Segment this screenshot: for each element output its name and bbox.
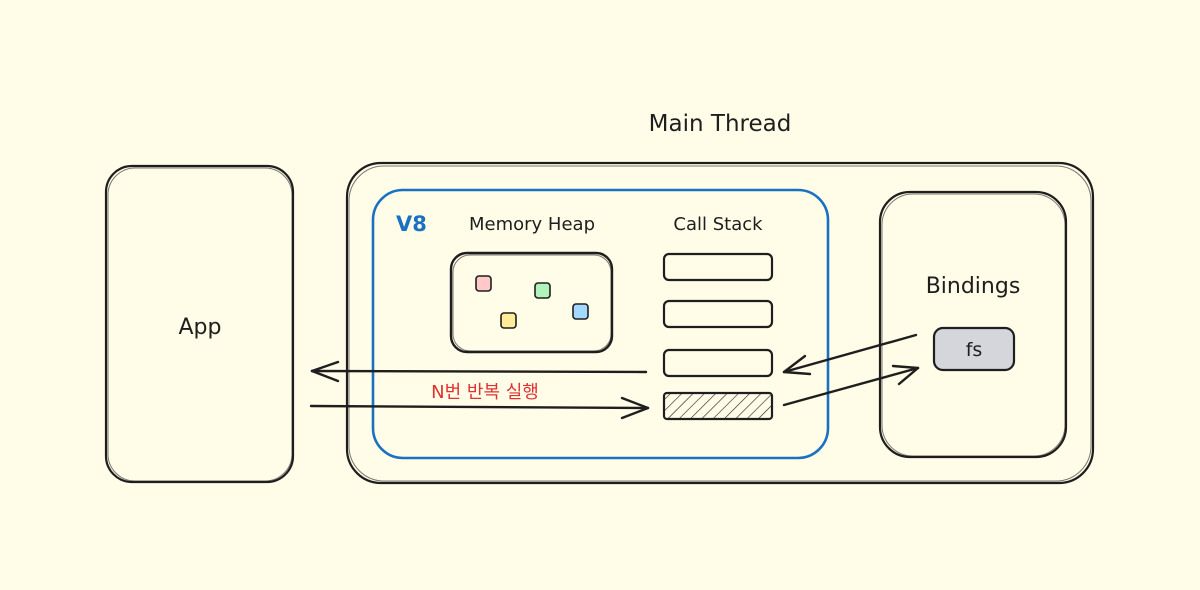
app-label: App	[179, 315, 222, 340]
call-stack-frame	[662, 299, 774, 329]
arrow-stack-to-fs	[782, 364, 920, 407]
arrow-to-call-stack	[309, 396, 650, 420]
bindings-box-sketch	[881, 193, 1066, 457]
fs-module-box	[932, 326, 1016, 372]
app-box	[104, 164, 295, 484]
v8-label: V8	[396, 212, 427, 236]
memory-heap-box-sketch	[452, 254, 612, 352]
bindings-box	[878, 190, 1068, 459]
heap-object-blue	[572, 303, 589, 320]
memory-heap-box	[449, 251, 614, 354]
heap-object-green	[534, 282, 551, 299]
call-stack-frame-active	[662, 391, 774, 421]
call-stack-frame	[662, 252, 774, 282]
bindings-label: Bindings	[926, 274, 1021, 299]
call-stack-frame	[662, 348, 774, 378]
arrow-to-app	[310, 360, 648, 383]
app-box-sketch	[107, 167, 293, 482]
main-thread-title: Main Thread	[649, 111, 792, 137]
arrow-fs-to-stack	[782, 333, 918, 376]
v8-box	[371, 188, 830, 460]
heap-object-yellow	[500, 312, 517, 329]
heap-object-pink	[475, 275, 492, 292]
main-thread-box	[345, 161, 1095, 485]
memory-heap-label: Memory Heap	[469, 214, 595, 235]
fs-label: fs	[966, 339, 983, 361]
main-thread-box-sketch	[348, 165, 1092, 482]
call-stack-label: Call Stack	[673, 214, 763, 235]
loop-annotation: N번 반복 실행	[431, 382, 539, 403]
